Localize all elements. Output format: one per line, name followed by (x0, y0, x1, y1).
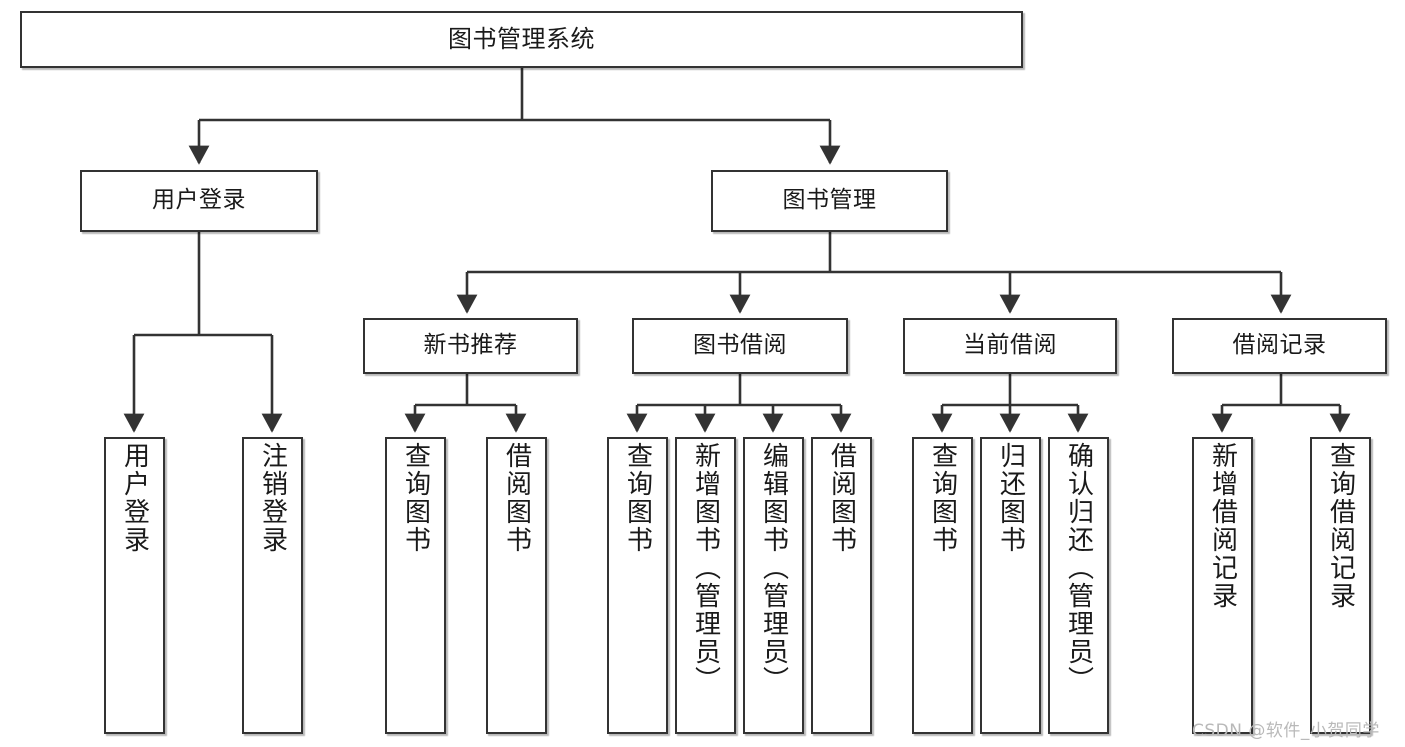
node-label: 查询图书 (622, 442, 653, 554)
leaf-query-book-current[interactable]: 查询图书 (912, 437, 973, 734)
leaf-borrow-book-recommend[interactable]: 借阅图书 (486, 437, 547, 734)
node-label: 确认归还（管理员） (1063, 442, 1094, 694)
leaf-edit-book-admin[interactable]: 编辑图书（管理员） (743, 437, 804, 734)
node-label: 查询借阅记录 (1325, 442, 1356, 610)
node-label: 图书借阅 (693, 332, 787, 359)
node-label: 当前借阅 (963, 332, 1057, 359)
leaf-user-login[interactable]: 用户登录 (104, 437, 165, 734)
node-user-login[interactable]: 用户登录 (80, 170, 318, 232)
node-label: 查询图书 (400, 442, 431, 554)
node-label: 新增图书（管理员） (690, 442, 721, 694)
node-label: 借阅图书 (501, 442, 532, 554)
node-label: 注销登录 (257, 442, 288, 554)
leaf-borrow-book[interactable]: 借阅图书 (811, 437, 872, 734)
leaf-logout[interactable]: 注销登录 (242, 437, 303, 734)
node-new-book-recommend[interactable]: 新书推荐 (363, 318, 578, 374)
node-label: 用户登录 (152, 187, 246, 214)
node-root-book-management-system[interactable]: 图书管理系统 (20, 11, 1023, 68)
node-current-borrow[interactable]: 当前借阅 (903, 318, 1117, 374)
leaf-query-book-borrow[interactable]: 查询图书 (607, 437, 668, 734)
leaf-return-book[interactable]: 归还图书 (980, 437, 1041, 734)
node-label: 借阅记录 (1232, 332, 1327, 359)
node-label: 编辑图书（管理员） (758, 442, 789, 694)
node-label: 新书推荐 (423, 332, 518, 359)
node-label: 图书管理 (782, 187, 877, 214)
node-label: 查询图书 (927, 442, 958, 554)
node-label: 用户登录 (119, 442, 150, 554)
node-label: 借阅图书 (826, 442, 857, 554)
node-label: 新增借阅记录 (1207, 442, 1238, 610)
leaf-confirm-return-admin[interactable]: 确认归还（管理员） (1048, 437, 1109, 734)
leaf-query-book-recommend[interactable]: 查询图书 (385, 437, 446, 734)
csdn-watermark: CSDN @软件_小贺同学 (1192, 721, 1380, 741)
node-borrow-record[interactable]: 借阅记录 (1172, 318, 1387, 374)
node-book-borrow[interactable]: 图书借阅 (632, 318, 848, 374)
node-label: 归还图书 (995, 442, 1026, 554)
node-book-management[interactable]: 图书管理 (711, 170, 948, 232)
node-label: 图书管理系统 (448, 25, 595, 54)
leaf-add-book-admin[interactable]: 新增图书（管理员） (675, 437, 736, 734)
leaf-add-borrow-record[interactable]: 新增借阅记录 (1192, 437, 1253, 734)
leaf-query-borrow-record[interactable]: 查询借阅记录 (1310, 437, 1371, 734)
